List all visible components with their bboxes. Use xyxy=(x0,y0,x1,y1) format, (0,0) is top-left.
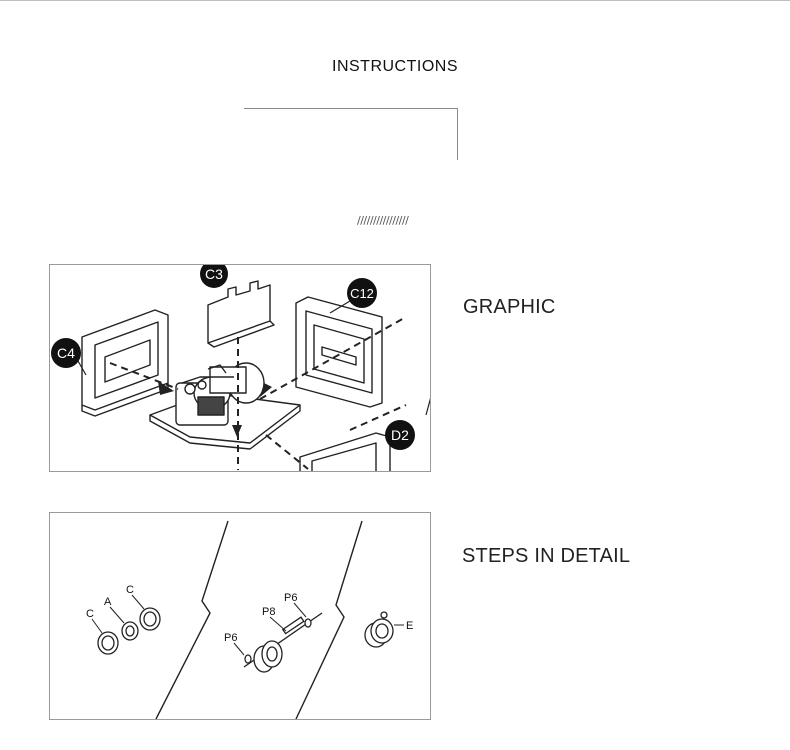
hatch-decoration: //////////////// xyxy=(357,214,409,227)
parts-group-1 xyxy=(97,607,161,655)
steps-detail-panel: C A C P8 P6 P6 E xyxy=(49,512,431,720)
label-a: A xyxy=(104,596,112,608)
svg-text:C4: C4 xyxy=(57,345,75,361)
parts-group-3 xyxy=(364,611,394,648)
page-title: INSTRUCTIONS xyxy=(332,58,458,75)
frame-line-vertical xyxy=(457,108,458,160)
section-heading-graphic: GRAPHIC xyxy=(463,296,556,318)
svg-text:D2: D2 xyxy=(391,427,409,443)
callout-c3: C3 xyxy=(200,265,228,288)
svg-text:C12: C12 xyxy=(350,286,374,301)
piece-c3 xyxy=(207,280,275,348)
svg-text:C3: C3 xyxy=(205,266,223,282)
label-p6-2: P6 xyxy=(224,632,237,644)
section-heading-steps: STEPS IN DETAIL xyxy=(462,545,631,567)
callout-d2: D2 xyxy=(385,420,415,450)
label-p8: P8 xyxy=(262,606,275,618)
graphic-illustration-panel: C3 C12 C4 D2 xyxy=(49,264,431,472)
callout-c4: C4 xyxy=(51,338,81,368)
label-c-1: C xyxy=(86,608,94,620)
frame-line-horizontal xyxy=(244,108,458,109)
label-c-2: C xyxy=(126,584,134,596)
callout-c12: C12 xyxy=(347,278,377,308)
label-p6-1: P6 xyxy=(284,592,297,604)
label-e: E xyxy=(406,620,413,632)
frame-c12 xyxy=(295,296,383,408)
separator-left xyxy=(155,520,229,719)
top-divider xyxy=(0,0,790,1)
assembly-diagram: C3 C12 C4 D2 xyxy=(51,265,430,471)
music-box-mechanism xyxy=(175,362,265,426)
separator-right xyxy=(295,520,363,719)
parts-group-2 xyxy=(243,612,323,673)
steps-diagram: C A C P8 P6 P6 E xyxy=(86,520,413,719)
frame-c4 xyxy=(81,309,169,417)
